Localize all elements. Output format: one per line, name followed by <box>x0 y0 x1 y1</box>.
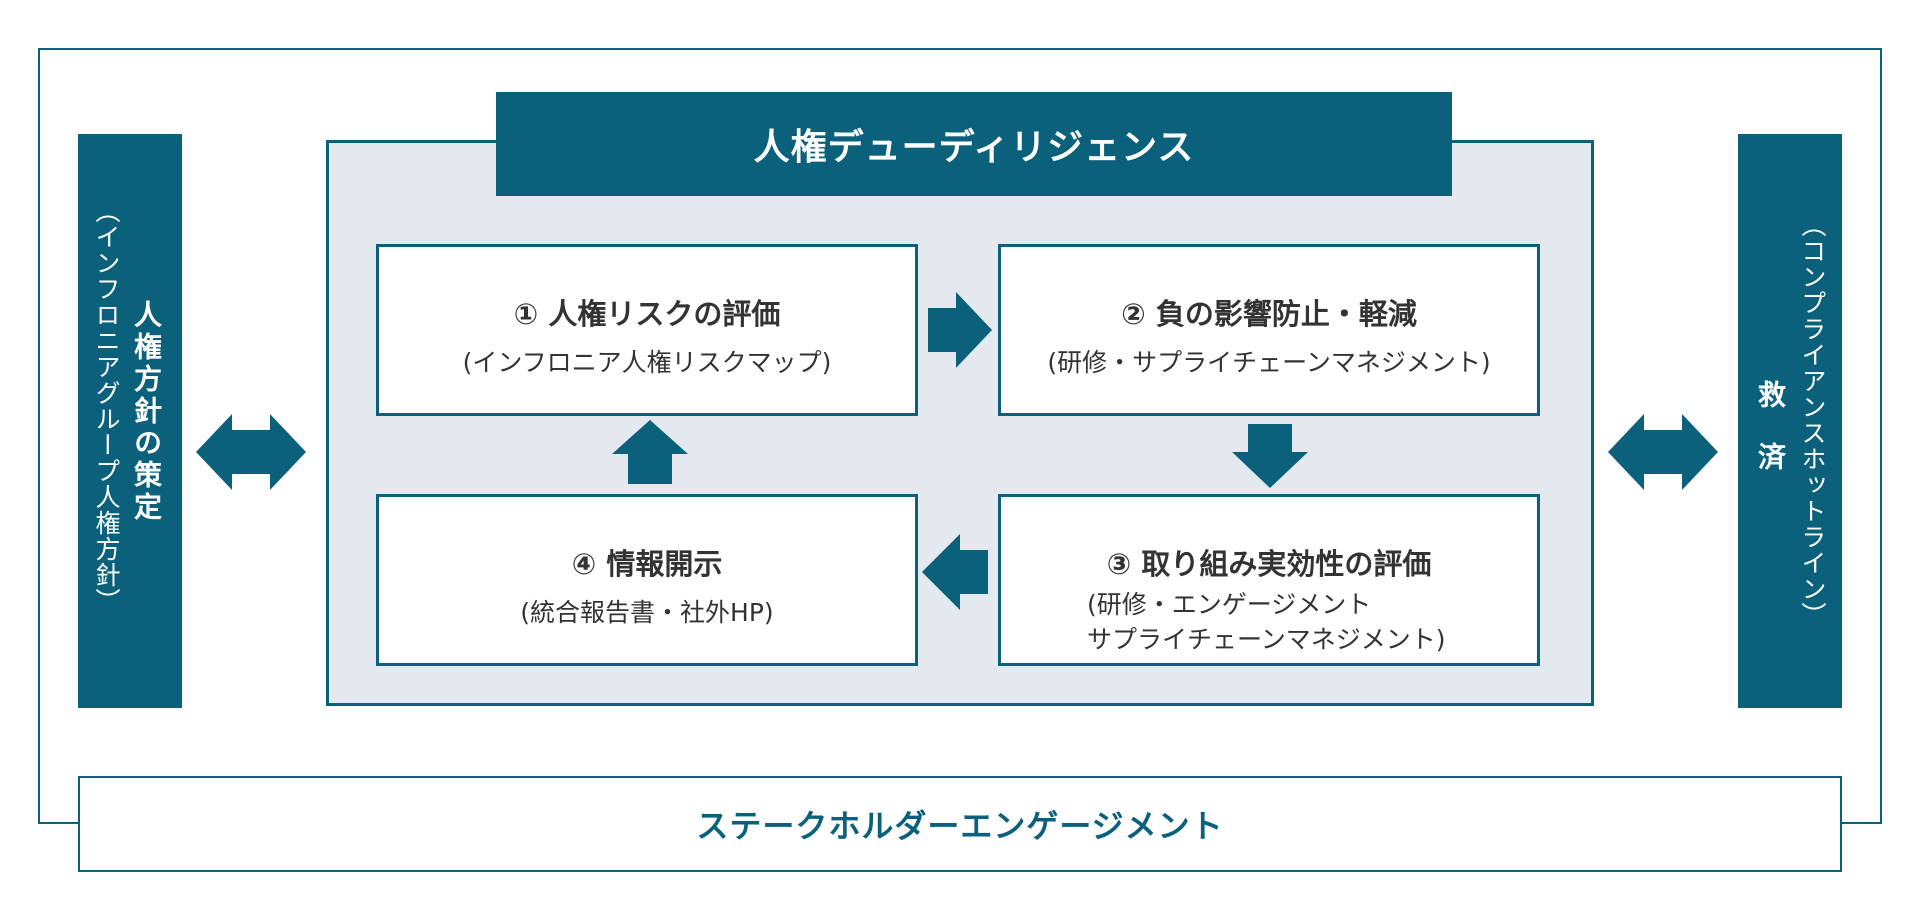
arrow-down-icon <box>1232 424 1308 488</box>
step-impact-prevention: ② 負の影響防止・軽減 (研修・サプライチェーンマネジメント) <box>998 244 1540 416</box>
step-subtitle: (インフロニア人権リスクマップ) <box>462 348 832 377</box>
arrow-right-icon <box>928 292 992 368</box>
step-title: ③ 取り組み実効性の評価 <box>1106 547 1432 581</box>
step-subtitle: (研修・サプライチェーンマネジメント) <box>1047 348 1491 377</box>
step-subtitle-line1: (研修・エンゲージメント <box>1087 590 1372 619</box>
step-disclosure: ④ 情報開示 (統合報告書・社外HP) <box>376 494 918 666</box>
remedy-column: 救 済 （コンプライアンスホットライン） <box>1738 134 1842 708</box>
double-arrow-right-icon <box>1608 414 1718 490</box>
step-subtitle: (統合報告書・社外HP) <box>520 598 774 627</box>
policy-subtitle: （インフロニアグループ人権方針） <box>92 198 121 614</box>
step-title: ② 負の影響防止・軽減 <box>1121 297 1417 331</box>
step-effectiveness-evaluation: ③ 取り組み実効性の評価 (研修・エンゲージメント サプライチェーンマネジメント… <box>998 494 1540 666</box>
arrow-up-icon <box>612 420 688 484</box>
remedy-title: 救 済 <box>1754 380 1787 482</box>
step-title: ① 人権リスクの評価 <box>513 297 781 331</box>
due-diligence-header: 人権デューディリジェンス <box>496 92 1452 196</box>
step-title: ④ 情報開示 <box>571 547 723 581</box>
policy-column: 人権方針の策定 （インフロニアグループ人権方針） <box>78 134 182 708</box>
step-risk-assessment: ① 人権リスクの評価 (インフロニア人権リスクマップ) <box>376 244 918 416</box>
double-arrow-left-icon <box>196 414 306 490</box>
policy-title: 人権方針の策定 <box>130 300 163 524</box>
step-subtitle-line2: サプライチェーンマネジメント) <box>1087 625 1446 654</box>
arrow-left-icon <box>922 534 988 610</box>
remedy-subtitle: （コンプライアンスホットライン） <box>1798 212 1827 628</box>
stakeholder-engagement-box: ステークホルダーエンゲージメント <box>78 776 1842 872</box>
step-subtitle: (研修・エンゲージメント サプライチェーンマネジメント) <box>1087 587 1537 657</box>
